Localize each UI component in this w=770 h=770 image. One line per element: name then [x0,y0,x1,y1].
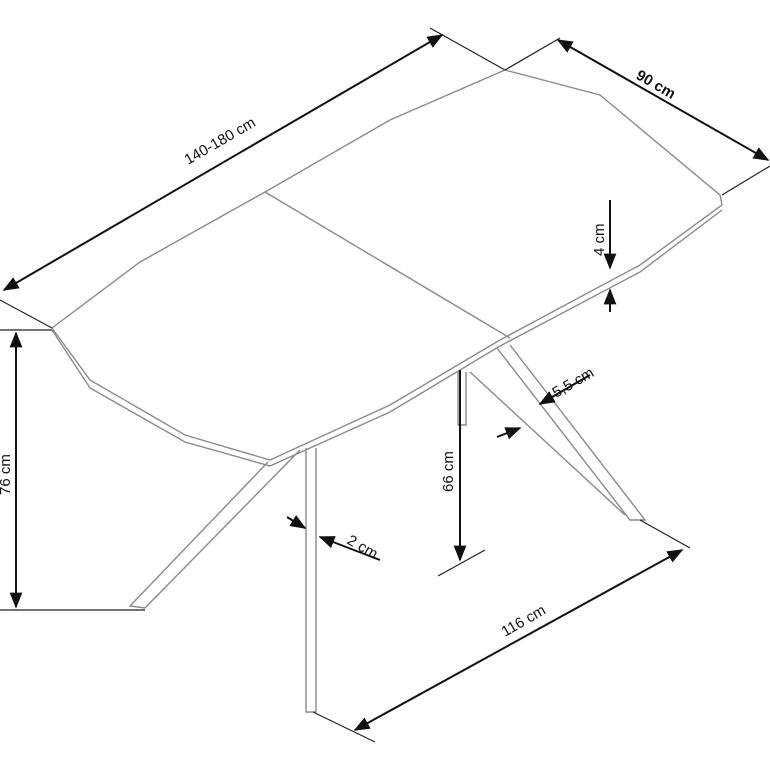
dimension-lines [0,27,770,743]
leg-span-label: 116 cm [499,602,549,641]
length-label: 140-180 cm [182,114,259,168]
leg-width-label: 5,5 cm [550,364,597,401]
height-label: 76 cm [0,454,14,495]
clearance-label: 66 cm [440,451,457,492]
top-thickness-label: 4 cm [591,223,608,256]
table-legs [128,344,647,713]
table-top [51,69,723,467]
width-label: 90 cm [633,67,678,103]
